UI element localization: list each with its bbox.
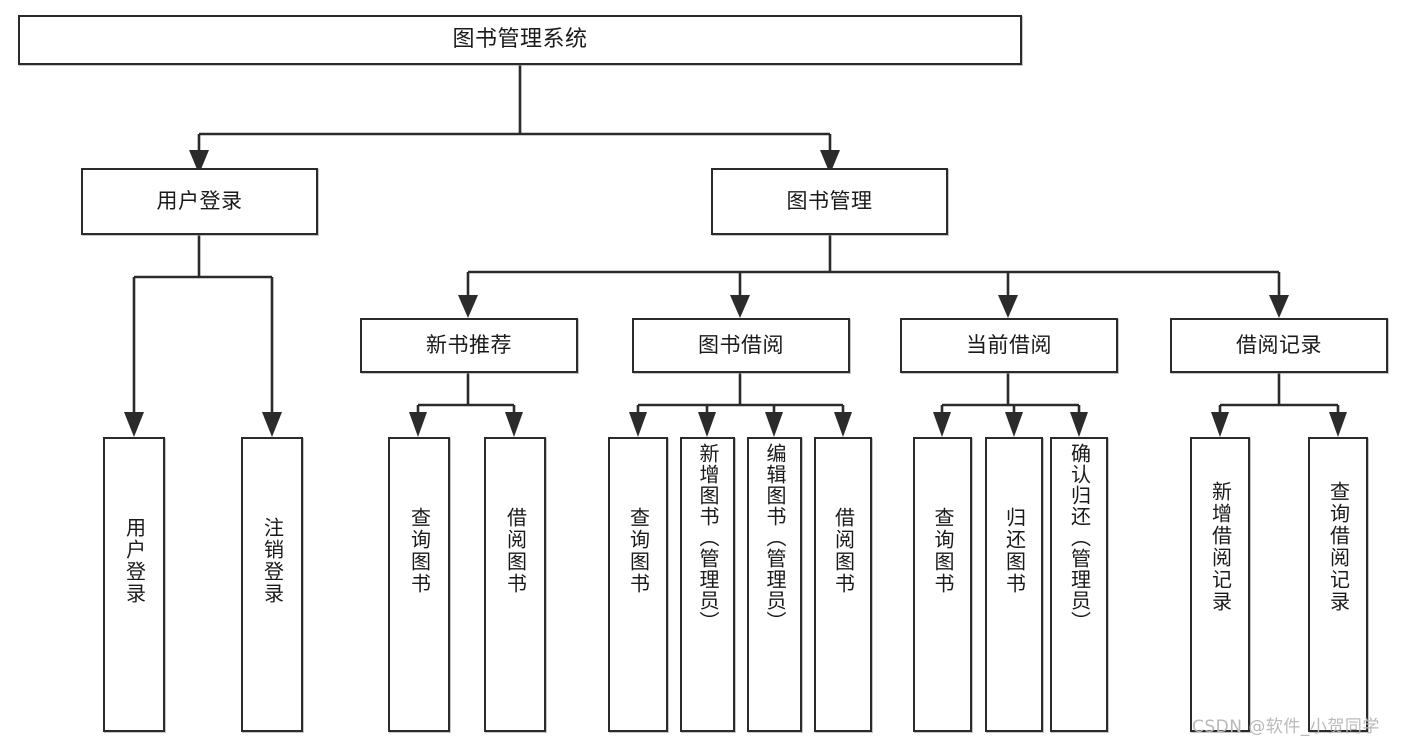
- node-book-manage-label: 图书管理: [786, 189, 873, 214]
- node-leaf-query-book-2[interactable]: 查询图书: [608, 437, 668, 732]
- arrowhead-br-leaf1: [1211, 412, 1229, 437]
- node-leaf-borrow-book-2[interactable]: 借阅图书: [814, 437, 872, 732]
- arrowhead-nbr-leaf1: [409, 412, 427, 437]
- arrowhead-bb-leaf1: [629, 412, 647, 437]
- csdn-watermark: CSDN @软件_小贺同学: [1192, 717, 1380, 737]
- node-leaf-return-book[interactable]: 归还图书: [985, 437, 1043, 732]
- node-leaf-query-book-3-label: 查询图书: [931, 507, 955, 595]
- node-leaf-user-login-label: 用户登录: [122, 517, 147, 605]
- node-leaf-add-record[interactable]: 新增借阅记录: [1190, 437, 1250, 732]
- node-borrow-record-label: 借阅记录: [1236, 333, 1322, 358]
- arrowhead-br-leaf2: [1329, 412, 1347, 437]
- arrowhead-book-borrow: [730, 295, 750, 318]
- node-leaf-add-book[interactable]: 新增图书（管理员）: [680, 437, 735, 732]
- node-leaf-query-record-label: 查询借阅记录: [1326, 481, 1351, 613]
- node-leaf-return-book-label: 归还图书: [1002, 507, 1027, 595]
- node-current-borrow-label: 当前借阅: [966, 333, 1052, 358]
- node-leaf-edit-book-label: 编辑图书（管理员）: [763, 443, 787, 632]
- node-user-login-label: 用户登录: [156, 189, 243, 214]
- arrowhead-leaf-user-login: [124, 412, 144, 437]
- arrowhead-cb-leaf3: [1070, 412, 1088, 437]
- arrowhead-nbr-leaf2: [505, 412, 523, 437]
- node-new-book-rec-label: 新书推荐: [426, 333, 512, 358]
- node-leaf-query-book-3[interactable]: 查询图书: [913, 437, 972, 732]
- node-book-borrow[interactable]: 图书借阅: [632, 318, 850, 373]
- arrowhead-bb-leaf2: [698, 412, 716, 437]
- node-leaf-borrow-book-1[interactable]: 借阅图书: [484, 437, 546, 732]
- node-leaf-query-book-1[interactable]: 查询图书: [388, 437, 450, 732]
- node-borrow-record[interactable]: 借阅记录: [1170, 318, 1388, 373]
- arrowhead-cb-leaf1: [933, 412, 951, 437]
- node-root[interactable]: 图书管理系统: [18, 15, 1022, 65]
- node-leaf-confirm-return-label: 确认归还（管理员）: [1067, 443, 1092, 632]
- node-leaf-query-book-2-label: 查询图书: [626, 507, 651, 595]
- node-leaf-confirm-return[interactable]: 确认归还（管理员）: [1050, 437, 1108, 732]
- arrowhead-leaf-user-logout: [262, 412, 282, 437]
- node-leaf-query-record[interactable]: 查询借阅记录: [1308, 437, 1368, 732]
- arrowhead-cb-leaf2: [1005, 412, 1023, 437]
- node-leaf-add-book-label: 新增图书（管理员）: [696, 443, 720, 632]
- node-leaf-user-login[interactable]: 用户登录: [103, 437, 165, 732]
- arrowhead-current-borrow: [998, 295, 1018, 318]
- node-leaf-user-logout-label: 注销登录: [260, 517, 285, 605]
- node-leaf-query-book-1-label: 查询图书: [407, 507, 432, 595]
- arrowhead-borrow-record: [1269, 295, 1289, 318]
- node-user-login[interactable]: 用户登录: [81, 168, 318, 235]
- node-root-label: 图书管理系统: [452, 27, 588, 53]
- arrowhead-bb-leaf3: [765, 412, 783, 437]
- node-leaf-edit-book[interactable]: 编辑图书（管理员）: [747, 437, 802, 732]
- node-leaf-user-logout[interactable]: 注销登录: [241, 437, 303, 732]
- node-leaf-add-record-label: 新增借阅记录: [1208, 481, 1233, 613]
- node-leaf-borrow-book-2-label: 借阅图书: [831, 507, 856, 595]
- node-new-book-rec[interactable]: 新书推荐: [360, 318, 578, 373]
- arrowhead-bb-leaf4: [834, 412, 852, 437]
- node-leaf-borrow-book-1-label: 借阅图书: [503, 507, 528, 595]
- arrowhead-new-book-rec: [458, 295, 478, 318]
- node-book-borrow-label: 图书借阅: [698, 333, 784, 358]
- node-book-manage[interactable]: 图书管理: [711, 168, 948, 235]
- node-current-borrow[interactable]: 当前借阅: [900, 318, 1118, 373]
